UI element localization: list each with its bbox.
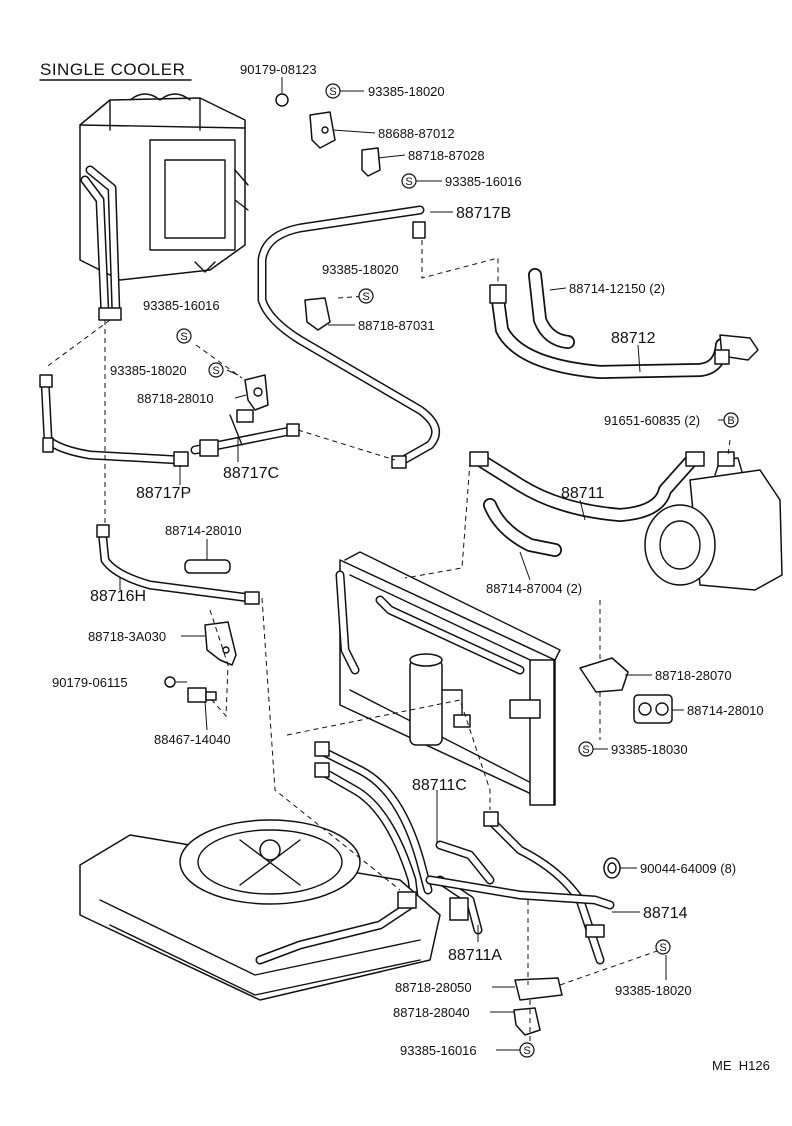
s-symbol-93385-18030: S <box>578 741 594 757</box>
s-symbol-93385-18020-mid: S <box>358 288 374 304</box>
label-88718-87031: 88718-87031 <box>358 318 435 333</box>
clamp-88718-87028 <box>361 147 381 177</box>
svg-text:S: S <box>659 942 666 954</box>
label-90179-06115: 90179-06115 <box>52 675 128 690</box>
s-symbol-93385-16016-left: S <box>176 328 192 344</box>
label-91651-60835: 91651-60835 (2) <box>604 413 700 428</box>
label-88711c: 88711C <box>412 777 467 794</box>
label-88718-28010-left: 88718-28010 <box>137 391 214 406</box>
label-88712: 88712 <box>611 330 656 347</box>
label-93385-16016-bot: 93385-16016 <box>400 1043 477 1058</box>
label-88718-28040: 88718-28040 <box>393 1005 470 1020</box>
svg-text:S: S <box>523 1045 530 1057</box>
label-93385-18020-left: 93385-18020 <box>110 363 187 378</box>
label-88688-87012: 88688-87012 <box>378 126 455 141</box>
s-symbol-93385-16016-bot: S <box>519 1042 535 1058</box>
tube-88717c <box>190 409 300 457</box>
label-93385-18020-top: 93385-18020 <box>368 84 445 99</box>
nut-90179-08123 <box>275 93 289 107</box>
evaporator-unit <box>79 93 249 321</box>
label-93385-16016-left: 93385-16016 <box>143 298 220 313</box>
label-88718-3a030: 88718-3A030 <box>88 629 166 644</box>
label-88714: 88714 <box>643 905 688 922</box>
label-88467-14040: 88467-14040 <box>154 732 231 747</box>
label-88714-28010-left: 88714-28010 <box>165 523 242 538</box>
tube-88711c <box>314 741 433 910</box>
svg-text:S: S <box>405 176 412 188</box>
label-88717p: 88717P <box>136 485 191 502</box>
tube-88714 <box>425 811 615 965</box>
label-88711a: 88711A <box>448 947 502 964</box>
hose-piece-88714-12150 <box>528 268 575 349</box>
tube-88717b <box>257 205 441 469</box>
hose-piece-88714-28010-left <box>184 559 231 574</box>
switch-88467-14040 <box>187 687 217 703</box>
hose-piece-88714-87004 <box>483 498 562 557</box>
label-88716h: 88716H <box>90 588 146 605</box>
label-90179-08123: 90179-08123 <box>240 62 317 77</box>
svg-text:S: S <box>329 86 336 98</box>
label-88718-28070: 88718-28070 <box>655 668 732 683</box>
s-symbol-93385-18020-left: S <box>208 362 224 378</box>
radiator-fan-unit <box>79 819 441 1001</box>
diagram-title: SINGLE COOLER <box>40 60 185 79</box>
clamp-88718-28040 <box>513 1007 541 1036</box>
label-93385-18030: 93385-18030 <box>611 742 688 757</box>
hose-88711 <box>469 451 735 522</box>
bracket-88718-3a030 <box>204 621 237 666</box>
b-symbol-91651-60835: B <box>723 412 739 428</box>
dashed-connection-lines <box>44 240 731 1045</box>
label-88717b: 88717B <box>456 205 511 222</box>
svg-text:S: S <box>180 331 187 343</box>
bracket-88718-28070 <box>579 657 629 693</box>
label-88714-28010-right: 88714-28010 <box>687 703 764 718</box>
compressor <box>644 457 783 591</box>
label-88711: 88711 <box>561 485 604 502</box>
s-symbol-93385-18020-top: S <box>325 83 341 99</box>
svg-text:B: B <box>727 415 734 427</box>
svg-text:S: S <box>582 744 589 756</box>
rubber-88714-28010-right <box>633 694 673 724</box>
label-90044-64009: 90044-64009 (8) <box>640 861 736 876</box>
label-88714-87004: 88714-87004 (2) <box>486 581 582 596</box>
tube-88717p <box>39 374 189 467</box>
clamp-88688-87012 <box>309 111 336 149</box>
svg-text:S: S <box>212 365 219 377</box>
label-93385-18020-bot: 93385-18020 <box>615 983 692 998</box>
label-88717c: 88717C <box>223 465 279 482</box>
nut-90179-06115 <box>164 676 176 688</box>
label-93385-16016-top: 93385-16016 <box>445 174 522 189</box>
condenser <box>335 551 561 806</box>
receiver-dryer <box>409 653 471 746</box>
label-93385-18020-mid: 93385-18020 <box>322 262 399 277</box>
label-88718-87028: 88718-87028 <box>408 148 485 163</box>
clip-90044-64009 <box>603 857 621 879</box>
hose-88712 <box>489 284 759 379</box>
tube-88716h <box>96 524 260 605</box>
bracket-88718-28050 <box>514 977 563 1001</box>
s-symbol-93385-16016-top: S <box>401 173 417 189</box>
clamp-88718-28010-left <box>244 374 269 411</box>
diagram-code: ME H126 <box>712 1058 770 1073</box>
clamp-88718-87031 <box>304 297 331 331</box>
label-88718-28050: 88718-28050 <box>395 980 472 995</box>
label-88714-12150: 88714-12150 (2) <box>569 281 665 296</box>
s-symbol-93385-18020-bot: S <box>655 939 671 955</box>
svg-text:S: S <box>362 291 369 303</box>
